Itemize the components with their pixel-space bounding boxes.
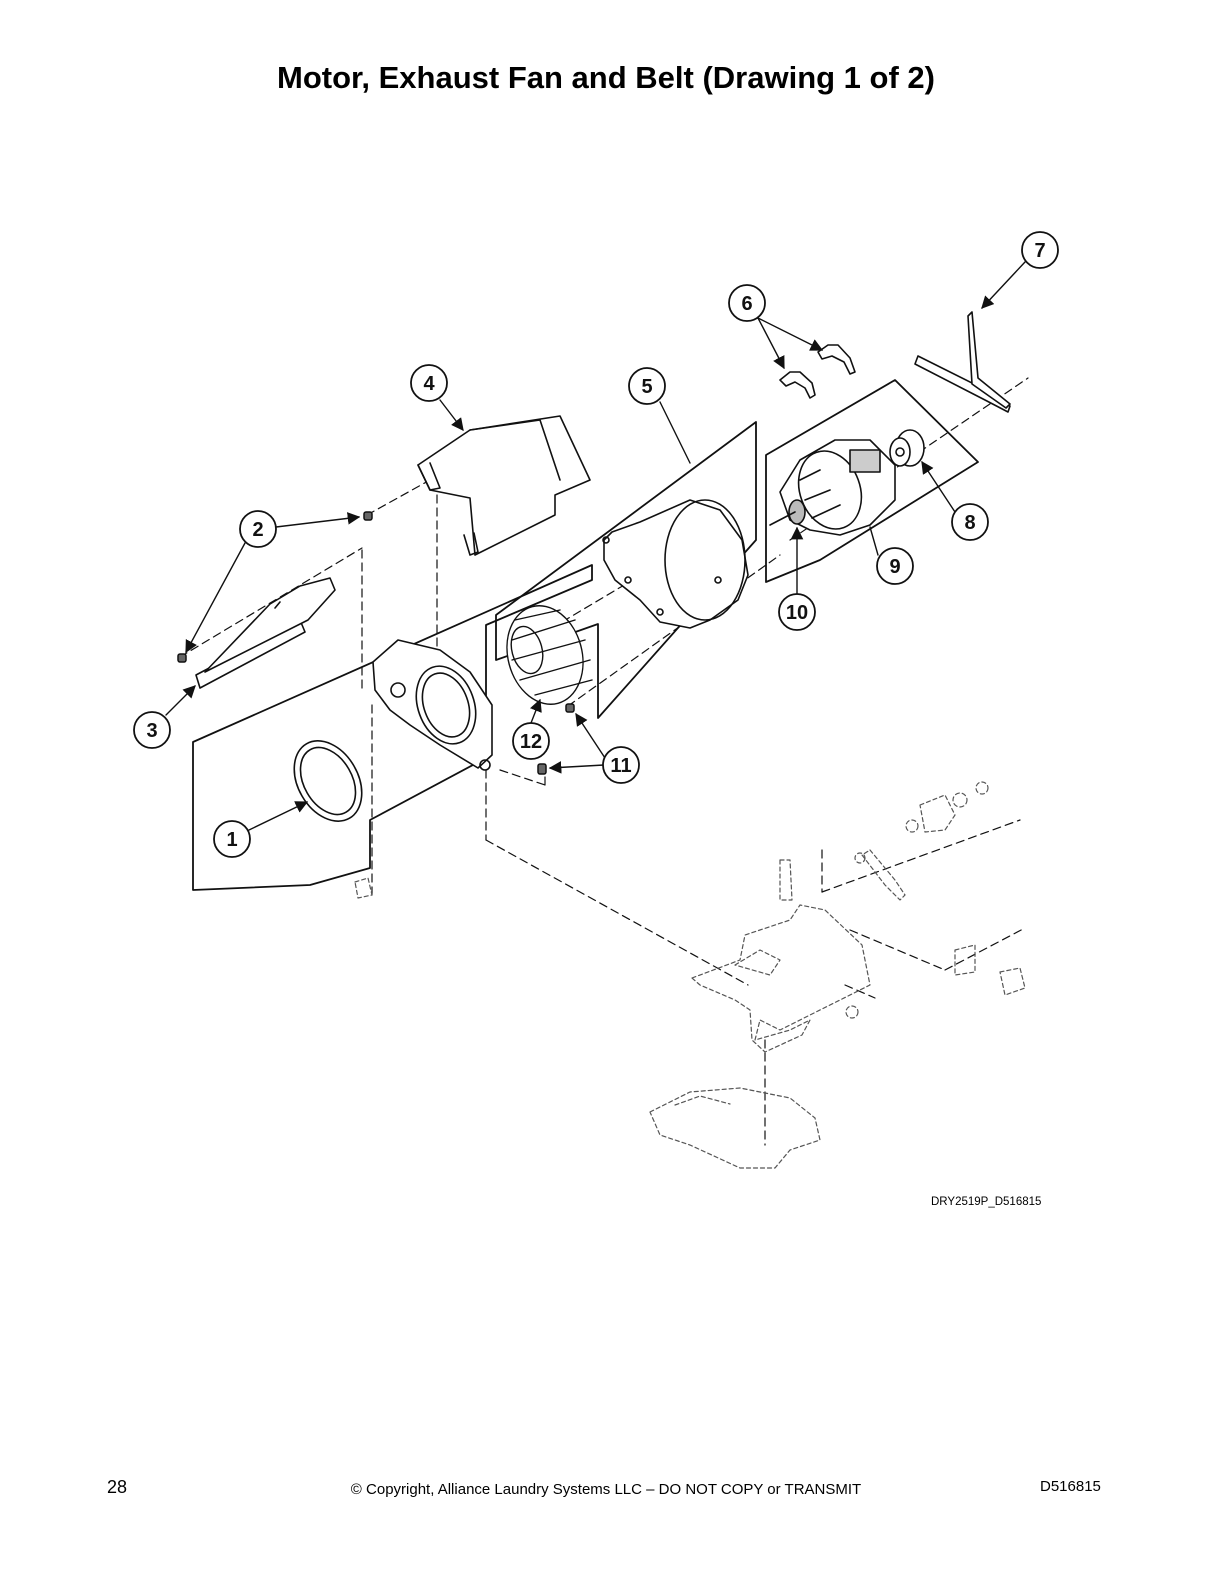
part-8-idler-pulley xyxy=(889,429,925,467)
svg-text:3: 3 xyxy=(146,720,157,742)
phantom-motor-base xyxy=(354,781,1026,1169)
drawing-id: DRY2519P_D516815 xyxy=(931,1196,1042,1208)
svg-text:10: 10 xyxy=(786,602,808,624)
callout-10: 10 xyxy=(778,593,816,631)
svg-text:2: 2 xyxy=(252,519,263,541)
part-11-screws xyxy=(537,703,575,775)
part-3-shield-bracket xyxy=(195,577,336,689)
svg-text:6: 6 xyxy=(741,293,752,315)
fan-panel-outline xyxy=(495,421,757,719)
svg-text:4: 4 xyxy=(423,373,435,395)
callout-3: 3 xyxy=(133,711,171,749)
page-number: 28 xyxy=(107,1477,128,1497)
svg-text:8: 8 xyxy=(964,512,975,534)
part-6-clips xyxy=(779,344,856,399)
callout-4: 4 xyxy=(410,364,448,402)
blower-housing-plate xyxy=(372,639,493,771)
svg-text:7: 7 xyxy=(1034,240,1045,262)
callout-8: 8 xyxy=(951,503,989,541)
svg-text:11: 11 xyxy=(610,755,631,777)
motor-panel-outline xyxy=(765,379,979,583)
callout-11: 11 xyxy=(602,746,640,784)
document-number: D516815 xyxy=(1040,1478,1101,1495)
part-5-fan-housing xyxy=(602,499,749,629)
copyright-notice: © Copyright, Alliance Laundry Systems LL… xyxy=(350,1481,862,1498)
housing-panel-outline xyxy=(192,564,593,891)
part-10-pulley xyxy=(769,499,806,526)
part-2-screws xyxy=(177,511,373,663)
part-4-duct-cover xyxy=(417,415,591,556)
callout-5: 5 xyxy=(628,367,666,405)
callout-1: 1 xyxy=(213,820,251,858)
part-7-belt xyxy=(914,311,1011,413)
callout-12: 12 xyxy=(512,722,550,760)
part-1-gasket-ring xyxy=(293,740,363,822)
svg-text:5: 5 xyxy=(641,376,652,398)
callout-2: 2 xyxy=(239,510,277,548)
callout-9: 9 xyxy=(876,547,914,585)
assembly-panel-outlines xyxy=(192,379,979,891)
leader-arrows xyxy=(165,261,1026,831)
svg-text:1: 1 xyxy=(226,829,237,851)
callout-6: 6 xyxy=(728,284,766,322)
svg-text:12: 12 xyxy=(520,731,542,753)
callouts: 1 2 3 4 5 6 7 8 9 10 11 12 xyxy=(133,231,1059,858)
page-title: Motor, Exhaust Fan and Belt (Drawing 1 o… xyxy=(277,60,935,95)
part-9-motor xyxy=(769,439,896,536)
part-12-blower-wheel xyxy=(506,605,593,705)
svg-text:9: 9 xyxy=(889,556,900,578)
callout-7: 7 xyxy=(1021,231,1059,269)
